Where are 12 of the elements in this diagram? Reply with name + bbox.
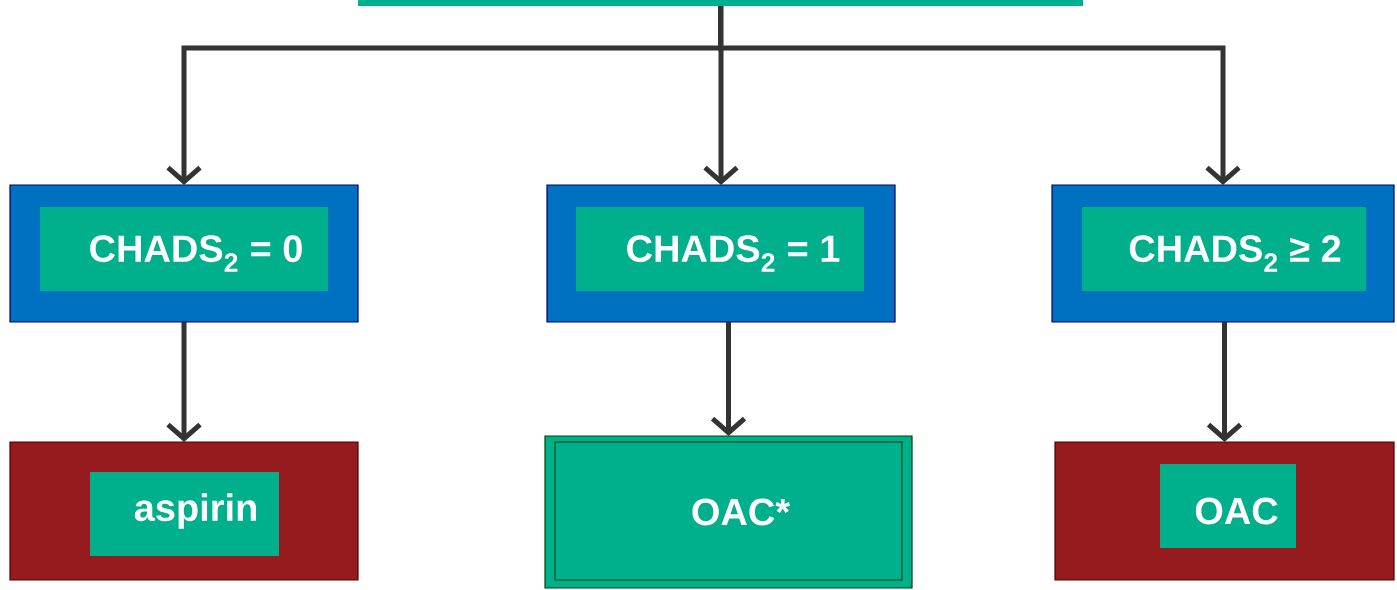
arrow <box>710 322 747 436</box>
treatment-box: OAC* <box>544 435 913 589</box>
score-box: CHADS$_{2}$ = 0 <box>9 184 359 323</box>
arrow <box>718 6 1241 185</box>
treatment-box: OAC <box>1054 441 1395 581</box>
arrow <box>703 6 739 185</box>
treatment-box: aspirin <box>9 441 359 581</box>
header-bar <box>358 0 1083 6</box>
score-box: CHADS$_{2}$ ≥ 2 <box>1051 184 1395 323</box>
arrow <box>166 322 202 442</box>
score-box: CHADS$_{2}$ = 1 <box>546 184 896 323</box>
arrow <box>1206 322 1243 442</box>
